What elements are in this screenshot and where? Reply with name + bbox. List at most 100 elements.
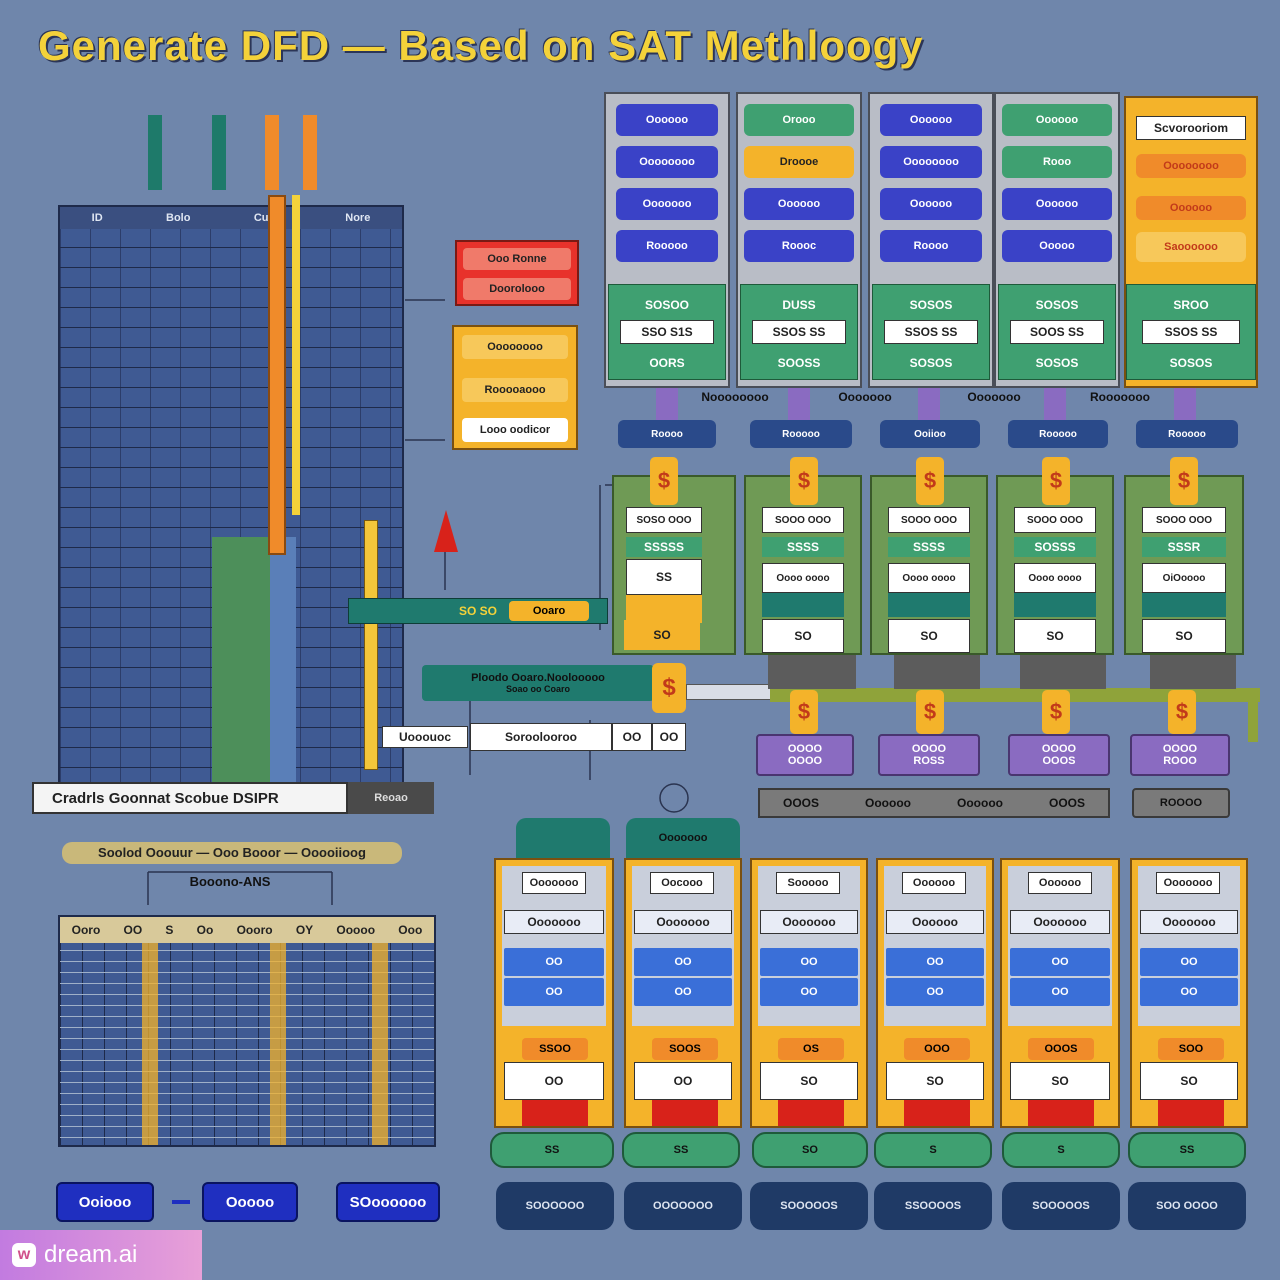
top-column-4-button-4[interactable]: Ooooo xyxy=(1002,230,1112,262)
top-column-3-button-1[interactable]: Oooooo xyxy=(880,104,982,136)
bottom-card-3: Sooooo Ooooooo OO OO OS SO xyxy=(750,858,868,1128)
bottom-button-1[interactable]: Ooiooo xyxy=(56,1182,154,1222)
mid-card-4-white: Oooo oooo xyxy=(1014,563,1096,593)
bottom-card-1-b2[interactable]: OO xyxy=(504,978,604,1006)
pin-teal-2 xyxy=(212,115,226,190)
bottom-card-4-b2[interactable]: OO xyxy=(886,978,984,1006)
lower-grid-orange-col xyxy=(372,943,388,1145)
top-column-1-button-3[interactable]: Ooooooo xyxy=(616,188,718,220)
green-pill-3[interactable]: SO xyxy=(752,1132,868,1168)
top-column-3-button-2[interactable]: Oooooooo xyxy=(880,146,982,178)
top-column-1-button-4[interactable]: Rooooo xyxy=(616,230,718,262)
bottom-button-3[interactable]: SOoooooo xyxy=(336,1182,440,1222)
node-button-1[interactable]: Roooo xyxy=(618,420,716,448)
top-column-4-button-1[interactable]: Oooooo xyxy=(1002,104,1112,136)
bottom-card-2-red xyxy=(652,1100,718,1126)
lower-data-grid: Ooro OO S Oo Oooro OY Ooooo Ooo xyxy=(58,915,436,1147)
top-column-5-button-3[interactable]: Oooooo xyxy=(1136,196,1246,220)
node-button-5[interactable]: Rooooo xyxy=(1136,420,1238,448)
dollar-icon: $ xyxy=(1168,690,1196,734)
bottom-card-1-b1[interactable]: OO xyxy=(504,948,604,976)
purple-box-2[interactable]: OOOO ROSS xyxy=(878,734,980,776)
node-button-4[interactable]: Rooooo xyxy=(1008,420,1108,448)
mid-card-2-top: SOOO OOO xyxy=(762,507,844,533)
bottom-card-6-red xyxy=(1158,1100,1224,1126)
arrow-bar xyxy=(686,684,772,700)
bottom-card-3-b1[interactable]: OO xyxy=(760,948,858,976)
navy-pill-6[interactable]: SOO OOOO xyxy=(1128,1182,1246,1230)
bottom-card-6-white: SO xyxy=(1140,1062,1238,1100)
purple-box-1[interactable]: OOOO OOOO xyxy=(756,734,854,776)
bottom-card-4-head: Oooooo xyxy=(902,872,966,894)
grey-bar-right: ROOOO xyxy=(1132,788,1230,818)
node-button-3[interactable]: Ooiioo xyxy=(880,420,980,448)
grid-header: ID Bolo Cuoo Nore xyxy=(60,207,402,229)
bottom-card-2-b2[interactable]: OO xyxy=(634,978,732,1006)
navy-pill-2[interactable]: OOOOOOO xyxy=(624,1182,742,1230)
top-column-1-button-2[interactable]: Oooooooo xyxy=(616,146,718,178)
bottom-card-5-b1[interactable]: OO xyxy=(1010,948,1110,976)
green-pill-4[interactable]: S xyxy=(874,1132,992,1168)
bottom-card-4-b1[interactable]: OO xyxy=(886,948,984,976)
bottom-button-2[interactable]: Ooooo xyxy=(202,1182,298,1222)
top-column-2-green-1: DUSS xyxy=(782,298,816,312)
green-pill-5[interactable]: S xyxy=(1002,1132,1120,1168)
top-column-4: Oooooo Rooo Oooooo Ooooo SOSOS SOOS SS S… xyxy=(994,92,1120,388)
lower-grid-header-cell: S xyxy=(165,923,174,937)
bottom-card-6-b2[interactable]: OO xyxy=(1140,978,1238,1006)
top-column-5: Scvorooriom Oooooooo Oooooo Saoooooo SRO… xyxy=(1124,96,1258,388)
node-label-2: Ooooooo xyxy=(838,390,892,404)
bottom-card-6-b1[interactable]: OO xyxy=(1140,948,1238,976)
dollar-icon: $ xyxy=(650,457,678,505)
green-pill-6[interactable]: SS xyxy=(1128,1132,1246,1168)
mid-card-1-green: SSSSS xyxy=(626,537,702,557)
navy-pill-1[interactable]: SOOOOOO xyxy=(496,1182,614,1230)
mid-card-3-bot: SO xyxy=(888,619,970,653)
bottom-card-1: Ooooooo Ooooooo OO OO SSOO OO xyxy=(494,858,614,1128)
top-column-3-button-4[interactable]: Roooo xyxy=(880,230,982,262)
bottom-card-5-orange: OOOS xyxy=(1028,1038,1094,1060)
mid-card-4-top: SOOO OOO xyxy=(1014,507,1096,533)
purple-box-3[interactable]: OOOO OOOS xyxy=(1008,734,1110,776)
green-pill-2[interactable]: SS xyxy=(622,1132,740,1168)
mid-card-5-top: SOOO OOO xyxy=(1142,507,1226,533)
mid-card-3: $ SOOO OOO SSSS Oooo oooo SO xyxy=(870,457,988,655)
purple-box-4[interactable]: OOOO ROOO xyxy=(1130,734,1230,776)
top-column-2-button-4[interactable]: Roooc xyxy=(744,230,854,262)
teal-tab-2[interactable]: Ooooooo xyxy=(626,818,740,858)
navy-pill-5[interactable]: SOOOOOS xyxy=(1002,1182,1120,1230)
navy-pill-3[interactable]: SOOOOOS xyxy=(750,1182,868,1230)
lower-grid-header-cell: Oooro xyxy=(236,923,273,937)
teal-bar-tag: Ooaro xyxy=(509,601,590,621)
top-column-3-button-3[interactable]: Oooooo xyxy=(880,188,982,220)
top-column-2-button-3[interactable]: Oooooo xyxy=(744,188,854,220)
bottom-card-1-white: OO xyxy=(504,1062,604,1100)
bottom-card-5-b2[interactable]: OO xyxy=(1010,978,1110,1006)
node-button-2[interactable]: Rooooo xyxy=(750,420,852,448)
mid-card-5-teal xyxy=(1142,593,1226,617)
main-data-grid: ID Bolo Cuoo Nore xyxy=(58,205,404,785)
pin-orange-1 xyxy=(265,115,279,190)
lower-grid-header-cell: Ooo xyxy=(398,923,423,937)
top-column-2-button-2[interactable]: Droooe xyxy=(744,146,854,178)
card-connector-3 xyxy=(1020,655,1106,689)
bottom-card-2-b1[interactable]: OO xyxy=(634,948,732,976)
top-column-5-button-4[interactable]: Saoooooo xyxy=(1136,232,1246,262)
bottom-card-3-b2[interactable]: OO xyxy=(760,978,858,1006)
bottom-card-4-white: SO xyxy=(886,1062,984,1100)
navy-pill-4[interactable]: SSOOOOS xyxy=(874,1182,992,1230)
top-column-2-button-1[interactable]: Orooo xyxy=(744,104,854,136)
mid-card-2-teal xyxy=(762,593,844,617)
top-column-1-button-1[interactable]: Oooooo xyxy=(616,104,718,136)
mid-card-2-green: SSSS xyxy=(762,537,844,557)
teal-tab-1[interactable] xyxy=(516,818,610,858)
top-column-5-green-3: SOSOS xyxy=(1169,356,1213,370)
top-column-4-button-2[interactable]: Rooo xyxy=(1002,146,1112,178)
top-column-4-button-3[interactable]: Oooooo xyxy=(1002,188,1112,220)
top-column-5-button-2[interactable]: Oooooooo xyxy=(1136,154,1246,178)
bottom-card-4-red xyxy=(904,1100,970,1126)
green-pill-1[interactable]: SS xyxy=(490,1132,614,1168)
bottom-card-5: Oooooo Ooooooo OO OO OOOS SO xyxy=(1000,858,1120,1128)
top-column-5-button-1[interactable]: Scvorooriom xyxy=(1136,116,1246,140)
top-column-1-green-3: OORS xyxy=(649,356,685,370)
